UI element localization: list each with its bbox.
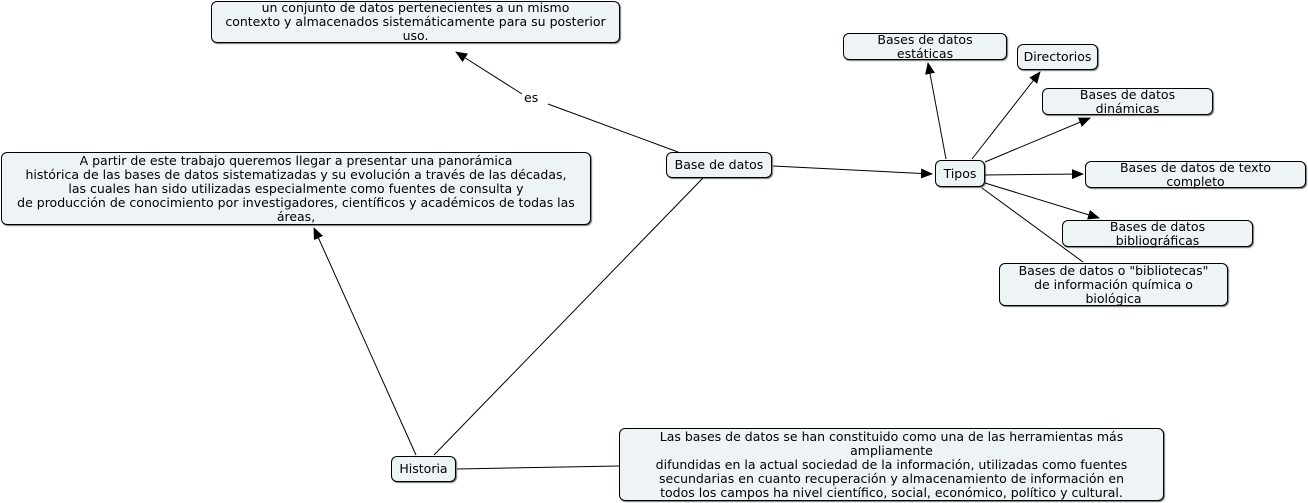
node-base-de-datos[interactable]: Base de datos (666, 152, 772, 178)
node-directorios[interactable]: Directorios (1017, 44, 1098, 70)
link-tipos-estaticas (925, 62, 947, 160)
link-tipos-texto (984, 169, 1084, 180)
link-historia-herramientas (456, 465, 620, 470)
node-dinamicas[interactable]: Bases de datos dinámicas (1042, 87, 1213, 115)
node-tipos[interactable]: Tipos (935, 160, 985, 187)
node-historia[interactable]: Historia (391, 456, 456, 482)
node-estaticas[interactable]: Bases de datos estáticas (843, 32, 1007, 60)
node-bibliograficas[interactable]: Bases de datos bibliográficas (1062, 219, 1253, 247)
link-base-es (547, 103, 679, 153)
node-texto-completo[interactable]: Bases de datos de texto completo (1085, 160, 1306, 188)
link-label-es: es (522, 90, 541, 105)
link-historia-panoramica (313, 227, 417, 456)
node-herramientas[interactable]: Las bases de datos se han constituido co… (619, 428, 1164, 501)
link-tipos-bibliograficas (984, 182, 1100, 220)
link-tipos-dinamicas (984, 117, 1091, 163)
link-historia-base (433, 177, 704, 456)
link-tipos-bibliotecas (981, 187, 1084, 263)
link-tipos-directorios (971, 71, 1041, 160)
node-bibliotecas[interactable]: Bases de datos o "bibliotecas" de inform… (999, 263, 1228, 306)
link-base-tipos (772, 165, 933, 179)
node-panoramica[interactable]: A partir de este trabajo queremos llegar… (1, 152, 591, 225)
link-es-definition (455, 51, 523, 95)
node-definition[interactable]: un conjunto de datos pertenecientes a un… (211, 1, 620, 43)
